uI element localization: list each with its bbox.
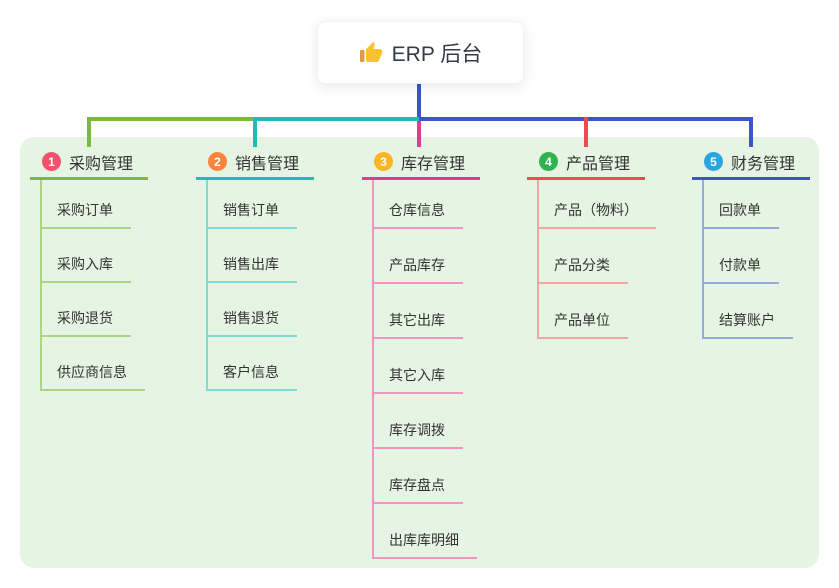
- child-item-label: 其它出库: [389, 312, 445, 328]
- root-node[interactable]: ERP 后台: [317, 21, 524, 84]
- branch-1: 1 采购管理 采购订单 采购入库 采购退货 供应商信息: [30, 146, 148, 391]
- branch-drop-line-2: [253, 117, 257, 147]
- root-title: ERP 后台: [391, 42, 483, 66]
- child-item-label: 产品（物料）: [554, 202, 638, 218]
- child-item-label: 采购退货: [57, 310, 113, 326]
- child-item-label: 结算账户: [719, 312, 775, 328]
- child-item[interactable]: 产品库存: [374, 229, 463, 284]
- branch-header[interactable]: 5 财务管理: [692, 146, 810, 180]
- branches-panel: [20, 137, 819, 568]
- child-item[interactable]: 销售退货: [208, 283, 297, 337]
- branch-drop-line-3: [417, 121, 421, 147]
- child-item-label: 产品库存: [389, 257, 445, 273]
- child-item[interactable]: 回款单: [704, 180, 779, 229]
- child-item[interactable]: 产品单位: [539, 284, 628, 339]
- child-item[interactable]: 供应商信息: [42, 337, 145, 391]
- child-item[interactable]: 付款单: [704, 229, 779, 284]
- child-item-label: 库存调拨: [389, 422, 445, 438]
- child-item-label: 库存盘点: [389, 477, 445, 493]
- branch-drop-line-1: [87, 117, 91, 147]
- child-item-label: 仓库信息: [389, 202, 445, 218]
- branch-header[interactable]: 1 采购管理: [30, 146, 148, 180]
- branch-children: 采购订单 采购入库 采购退货 供应商信息: [40, 180, 145, 391]
- connector-bus-segment-teal: [253, 117, 419, 121]
- child-item[interactable]: 出库库明细: [374, 504, 477, 559]
- branch-children: 销售订单 销售出库 销售退货 客户信息: [206, 180, 297, 391]
- thumbs-up-icon: [359, 41, 383, 65]
- child-item-label: 出库库明细: [389, 532, 459, 548]
- child-item[interactable]: 其它出库: [374, 284, 463, 339]
- branch-2: 2 销售管理 销售订单 销售出库 销售退货 客户信息: [196, 146, 314, 391]
- child-item[interactable]: 其它入库: [374, 339, 463, 394]
- branch-header[interactable]: 2 销售管理: [196, 146, 314, 180]
- branch-drop-line-4: [584, 117, 588, 147]
- child-item-label: 采购入库: [57, 256, 113, 272]
- child-item-label: 产品单位: [554, 312, 610, 328]
- branch-label: 销售管理: [235, 155, 300, 173]
- branch-label: 采购管理: [69, 155, 134, 173]
- child-item[interactable]: 库存盘点: [374, 449, 463, 504]
- child-item[interactable]: 产品（物料）: [539, 180, 656, 229]
- child-item-label: 供应商信息: [57, 364, 127, 380]
- root-connector-line: [417, 82, 421, 121]
- branch-label: 财务管理: [731, 155, 796, 173]
- branch-label: 产品管理: [566, 155, 631, 173]
- branch-children: 仓库信息 产品库存 其它出库 其它入库 库存调拨 库存盘点 出库库明细: [372, 180, 477, 559]
- branch-5: 5 财务管理 回款单 付款单 结算账户: [692, 146, 810, 339]
- branch-label: 库存管理: [401, 155, 466, 173]
- child-item[interactable]: 采购入库: [42, 229, 131, 283]
- branch-header[interactable]: 3 库存管理: [362, 146, 480, 180]
- branch-drop-line-5: [749, 117, 753, 147]
- child-item[interactable]: 产品分类: [539, 229, 628, 284]
- child-item-label: 销售出库: [223, 256, 279, 272]
- child-item[interactable]: 仓库信息: [374, 180, 463, 229]
- child-item-label: 付款单: [719, 257, 761, 273]
- child-item-label: 采购订单: [57, 202, 113, 218]
- connector-bus-segment-green: [87, 117, 253, 121]
- branch-number-badge: 3: [374, 152, 393, 171]
- branch-children: 产品（物料） 产品分类 产品单位: [537, 180, 656, 339]
- child-item-label: 其它入库: [389, 367, 445, 383]
- child-item[interactable]: 库存调拨: [374, 394, 463, 449]
- child-item[interactable]: 结算账户: [704, 284, 793, 339]
- branch-children: 回款单 付款单 结算账户: [702, 180, 793, 339]
- child-item-label: 客户信息: [223, 364, 279, 380]
- child-item[interactable]: 销售订单: [208, 180, 297, 229]
- branch-number-badge: 4: [539, 152, 558, 171]
- child-item[interactable]: 客户信息: [208, 337, 297, 391]
- child-item[interactable]: 采购退货: [42, 283, 131, 337]
- branch-4: 4 产品管理 产品（物料） 产品分类 产品单位: [527, 146, 656, 339]
- child-item-label: 回款单: [719, 202, 761, 218]
- branch-number-badge: 2: [208, 152, 227, 171]
- child-item[interactable]: 销售出库: [208, 229, 297, 283]
- child-item[interactable]: 采购订单: [42, 180, 131, 229]
- child-item-label: 产品分类: [554, 257, 610, 273]
- branch-number-badge: 5: [704, 152, 723, 171]
- child-item-label: 销售退货: [223, 310, 279, 326]
- child-item-label: 销售订单: [223, 202, 279, 218]
- branch-header[interactable]: 4 产品管理: [527, 146, 645, 180]
- branch-number-badge: 1: [42, 152, 61, 171]
- branch-3: 3 库存管理 仓库信息 产品库存 其它出库 其它入库 库存调拨 库存盘点 出库库…: [362, 146, 480, 559]
